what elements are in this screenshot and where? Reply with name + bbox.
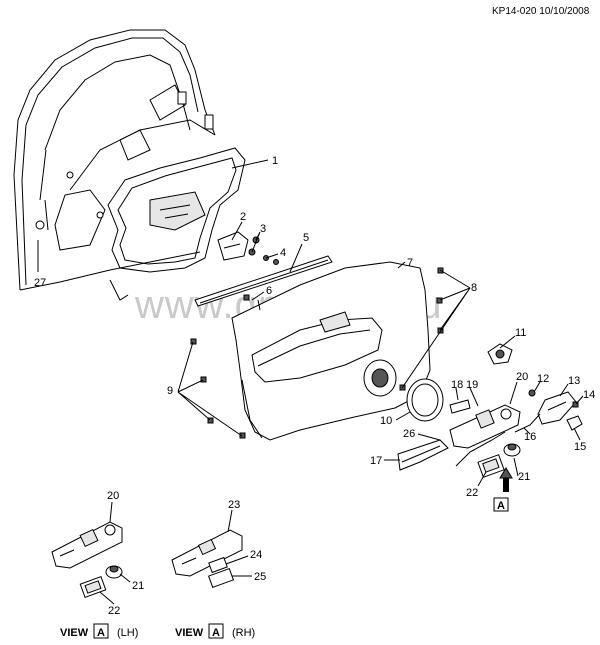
belt-strip	[194, 255, 333, 307]
clip-18	[449, 399, 471, 414]
callout-4: 4	[280, 247, 286, 259]
harness-26	[455, 431, 506, 467]
callout-10: 10	[380, 415, 392, 427]
callout-3: 3	[260, 223, 266, 235]
view-a-marker: A	[493, 467, 513, 512]
inset-lh: 20 21 22 VIEW A (LH)	[51, 490, 144, 639]
callout-2: 2	[240, 211, 246, 223]
mirror-switch	[503, 443, 521, 457]
view-a-letter: A	[497, 500, 505, 512]
callout-7: 7	[407, 257, 413, 269]
inset-rh: 23 24 25 VIEW A (RH)	[171, 499, 266, 639]
water-deflector	[107, 147, 246, 273]
handle-bezel	[537, 391, 577, 425]
cable-16	[514, 413, 541, 433]
window-switch	[477, 454, 505, 478]
callout-9: 9	[167, 385, 173, 397]
callout-21: 21	[518, 471, 530, 483]
switch-bezel	[449, 404, 521, 449]
cover-15	[566, 415, 583, 431]
clips-9	[190, 338, 246, 439]
inset-rh-callout-24: 24	[250, 549, 262, 561]
tweeter	[487, 343, 513, 365]
inset-lh-caption-letter: A	[97, 627, 105, 639]
bracket	[217, 231, 249, 261]
leader-lines	[37, 159, 584, 487]
speaker-grille	[406, 378, 444, 422]
callout-17: 17	[370, 455, 382, 467]
inset-rh-caption-view: VIEW	[175, 627, 204, 639]
callout-5: 5	[303, 232, 309, 244]
callout-20: 20	[516, 371, 528, 383]
callout-19: 19	[466, 379, 478, 391]
trim-panel	[231, 261, 431, 441]
callout-22: 22	[466, 487, 478, 499]
callout-1: 1	[272, 155, 278, 167]
callout-18: 18	[451, 379, 463, 391]
callout-6: 6	[266, 285, 272, 297]
callout-15: 15	[574, 441, 586, 453]
screw-12	[528, 389, 536, 397]
inset-lh-caption-side: (LH)	[117, 627, 138, 639]
callout-11: 11	[515, 327, 526, 339]
callout-26: 26	[403, 428, 415, 440]
inset-rh-caption-letter: A	[212, 627, 220, 639]
pull-cup	[397, 439, 449, 471]
callout-8: 8	[471, 282, 477, 294]
inset-rh-caption-side: (RH)	[232, 627, 255, 639]
callout-27: 27	[34, 277, 46, 289]
inset-lh-callout-20: 20	[107, 490, 119, 502]
door-frame	[13, 29, 216, 301]
inset-lh-callout-22: 22	[108, 605, 120, 617]
callout-16: 16	[524, 431, 536, 443]
clip-14	[572, 401, 579, 408]
diagram-code: KP14-020 10/10/2008	[492, 6, 590, 17]
callout-14: 14	[583, 389, 595, 401]
callout-12: 12	[537, 373, 549, 385]
callout-13: 13	[568, 375, 580, 387]
callout-labels: 1 2 3 4 5 6 7 8 9 10 11 12 13 14 15 16 1…	[34, 155, 595, 499]
inset-lh-caption-view: VIEW	[60, 627, 89, 639]
inset-rh-callout-25: 25	[254, 571, 266, 583]
fastener-4	[263, 255, 279, 265]
inset-rh-callout-23: 23	[228, 499, 240, 511]
inset-lh-callout-21: 21	[132, 580, 144, 592]
